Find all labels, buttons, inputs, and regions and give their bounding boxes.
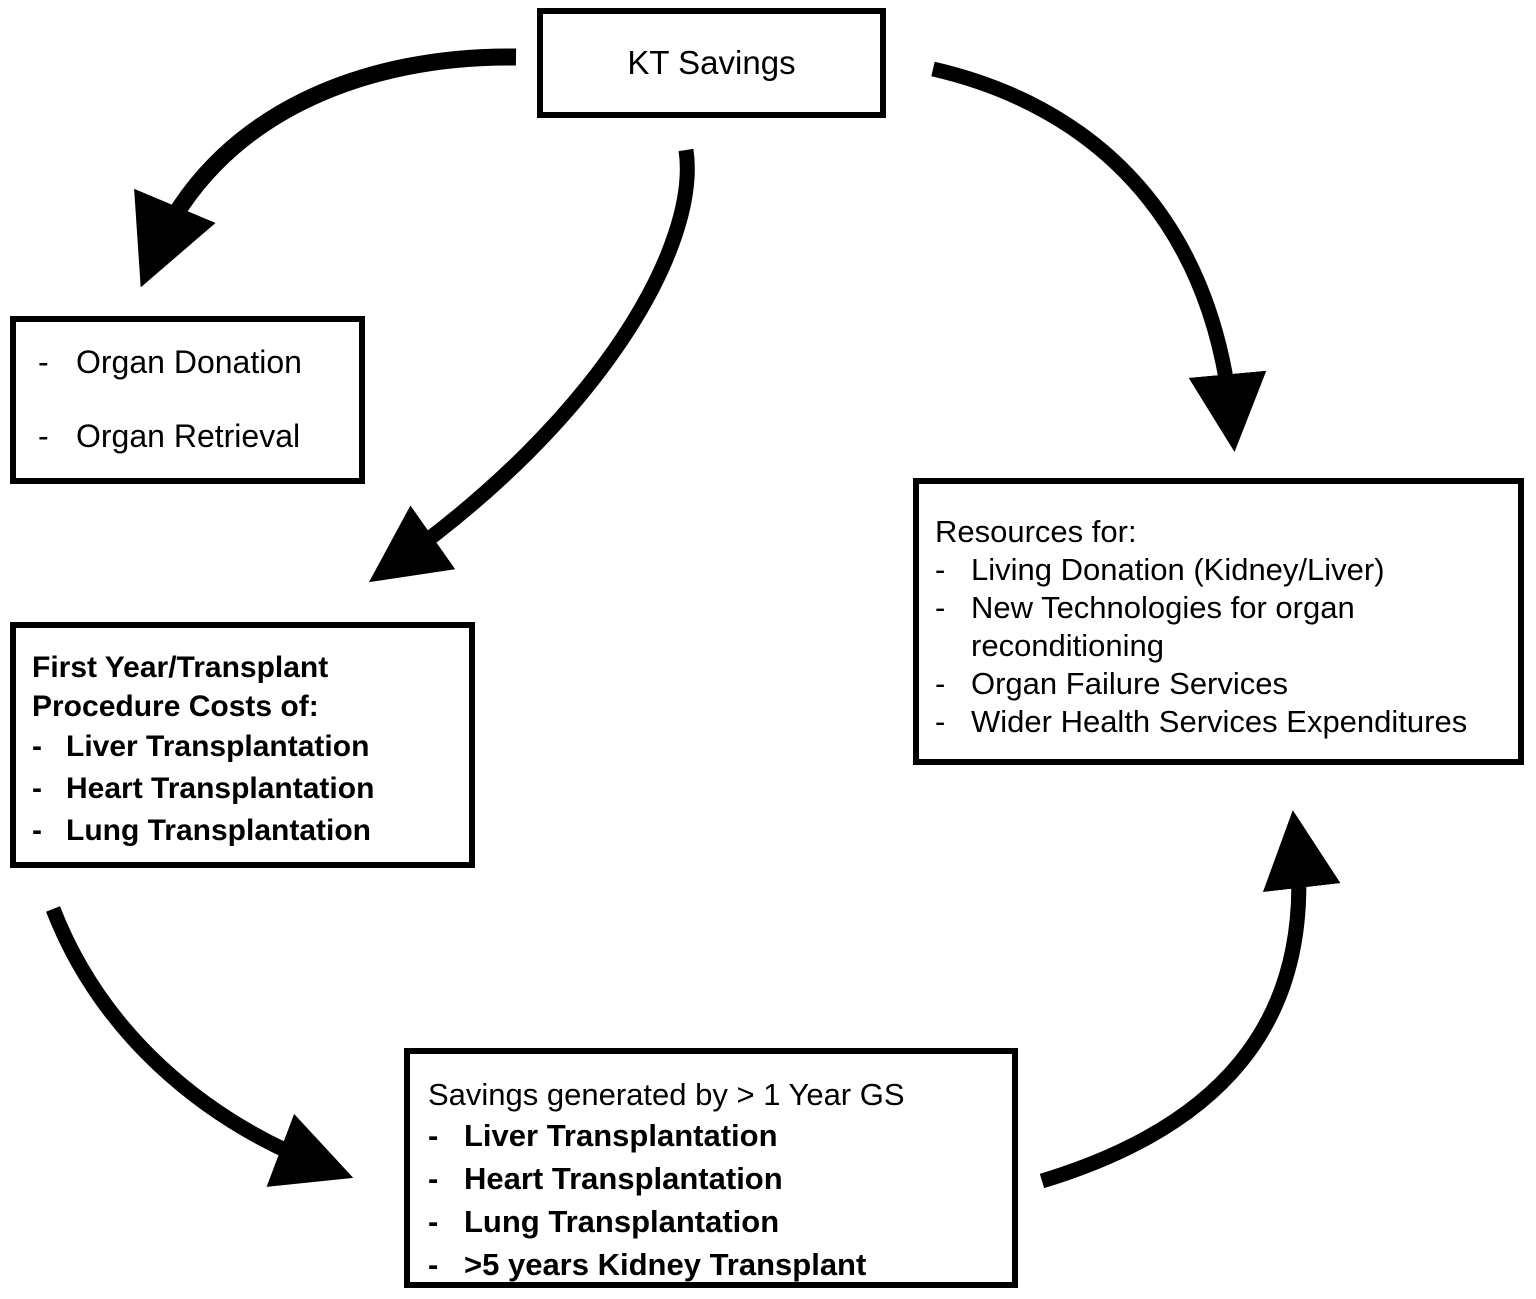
list-item: - Living Donation (Kidney/Liver)	[935, 551, 1518, 589]
dash-icon: -	[428, 1247, 439, 1282]
node-first-year-costs: First Year/Transplant Procedure Costs of…	[10, 622, 475, 868]
list-item: - New Technologies for organ recondition…	[935, 589, 1518, 665]
first-year-list: - Liver Transplantation - Heart Transpla…	[32, 726, 469, 852]
first-year-title: First Year/Transplant Procedure Costs of…	[32, 651, 329, 723]
dash-icon: -	[935, 666, 946, 701]
list-item-label: Wider Health Services Expenditures	[971, 704, 1468, 739]
list-item: - Heart Transplantation	[428, 1157, 1012, 1200]
list-item-label: Organ Donation	[76, 344, 302, 380]
dash-icon: -	[428, 1204, 439, 1239]
dash-icon: -	[428, 1118, 439, 1153]
list-item-label: Heart Transplantation	[66, 772, 375, 805]
list-item-label: New Technologies for organ reconditionin…	[971, 590, 1355, 663]
list-item: - Organ Donation	[38, 342, 359, 382]
dash-icon: -	[38, 344, 49, 380]
list-item-label: >5 years Kidney Transplant	[464, 1247, 867, 1282]
dash-icon: -	[935, 552, 946, 587]
list-item-label: Liver Transplantation	[464, 1118, 778, 1153]
arrow-kt-savings-to-resources	[931, 61, 1267, 452]
list-item-label: Liver Transplantation	[66, 730, 370, 763]
list-item-label: Lung Transplantation	[464, 1204, 780, 1239]
resources-title: Resources for:	[935, 514, 1137, 549]
savings-generated-list: - Liver Transplantation - Heart Transpla…	[428, 1114, 1012, 1286]
list-item-label: Organ Retrieval	[76, 418, 301, 454]
node-savings-generated: Savings generated by > 1 Year GS - Liver…	[404, 1048, 1018, 1288]
dash-icon: -	[935, 590, 946, 625]
list-item-label: Lung Transplantation	[66, 814, 371, 847]
savings-generated-title: Savings generated by > 1 Year GS	[428, 1077, 905, 1112]
list-item: - Liver Transplantation	[428, 1114, 1012, 1157]
node-kt-savings: KT Savings	[537, 8, 886, 118]
list-item-label: Organ Failure Services	[971, 666, 1289, 701]
list-item: - >5 years Kidney Transplant	[428, 1243, 1012, 1286]
arrow-savings-gs-to-resources	[1039, 810, 1341, 1189]
list-item: - Organ Failure Services	[935, 665, 1518, 703]
dash-icon: -	[935, 704, 946, 739]
node-resources: Resources for: - Living Donation (Kidney…	[913, 478, 1524, 765]
arrow-first-year-to-savings-gs	[46, 906, 354, 1187]
list-item: - Lung Transplantation	[428, 1200, 1012, 1243]
list-item-label: Living Donation (Kidney/Liver)	[971, 552, 1385, 587]
dash-icon: -	[428, 1161, 439, 1196]
resources-list: - Living Donation (Kidney/Liver) - New T…	[935, 551, 1518, 741]
organ-list: - Organ Donation - Organ Retrieval	[38, 342, 359, 456]
list-item: - Wider Health Services Expenditures	[935, 703, 1518, 741]
list-item: - Heart Transplantation	[32, 768, 469, 810]
arrow-kt-savings-to-organ	[134, 48, 517, 288]
dash-icon: -	[38, 418, 49, 454]
dash-icon: -	[32, 772, 42, 805]
node-organ: - Organ Donation - Organ Retrieval	[10, 316, 365, 484]
dash-icon: -	[32, 730, 42, 763]
dash-icon: -	[32, 814, 42, 847]
list-item: - Lung Transplantation	[32, 810, 469, 852]
list-item: - Organ Retrieval	[38, 416, 359, 456]
kt-savings-title: KT Savings	[627, 44, 796, 81]
arrow-kt-savings-to-first-year	[369, 148, 695, 583]
list-item-label: Heart Transplantation	[464, 1161, 783, 1196]
list-item: - Liver Transplantation	[32, 726, 469, 768]
